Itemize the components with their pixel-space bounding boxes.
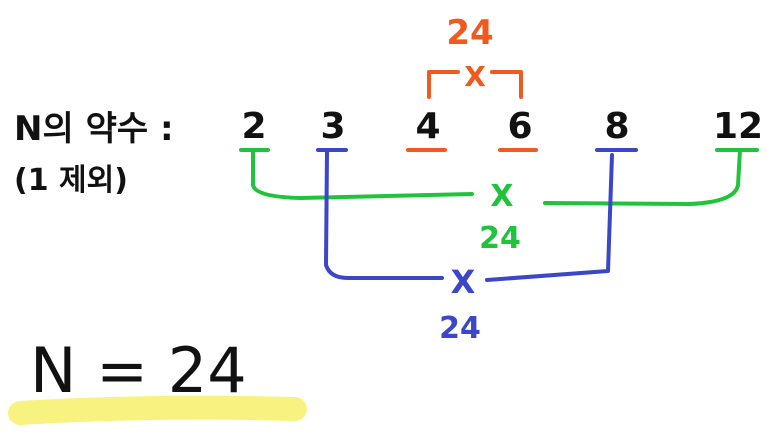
result-equation: N = 24 <box>30 334 247 407</box>
result-highlight <box>8 395 307 425</box>
green-line-left <box>251 148 474 200</box>
divisor-12: 12 <box>713 106 763 147</box>
orange-bracket-right <box>490 70 523 99</box>
green-line-right <box>543 148 742 206</box>
divisor-3: 3 <box>320 106 345 147</box>
blue-product-label: 24 <box>439 311 481 346</box>
orange-pair-connector <box>406 70 538 152</box>
divisor-6: 6 <box>507 106 532 147</box>
divisor-2: 2 <box>241 106 266 147</box>
orange-bracket-left <box>427 70 460 99</box>
divisor-8: 8 <box>604 106 629 147</box>
orange-multiply-sign: X <box>464 60 486 93</box>
green-product-label: 24 <box>479 221 521 256</box>
blue-pair-connector <box>316 148 638 282</box>
divisor-4: 4 <box>415 106 440 147</box>
green-pair-connector <box>239 148 759 206</box>
heading-exclusion-note: (1 제외) <box>14 163 128 198</box>
blue-multiply-sign: X <box>451 263 476 301</box>
green-multiply-sign: X <box>490 179 513 214</box>
orange-product-label: 24 <box>446 13 493 53</box>
heading-divisors-label: N의 약수 : <box>14 109 174 149</box>
blue-line-left <box>324 148 444 280</box>
blue-line-right <box>485 153 614 282</box>
